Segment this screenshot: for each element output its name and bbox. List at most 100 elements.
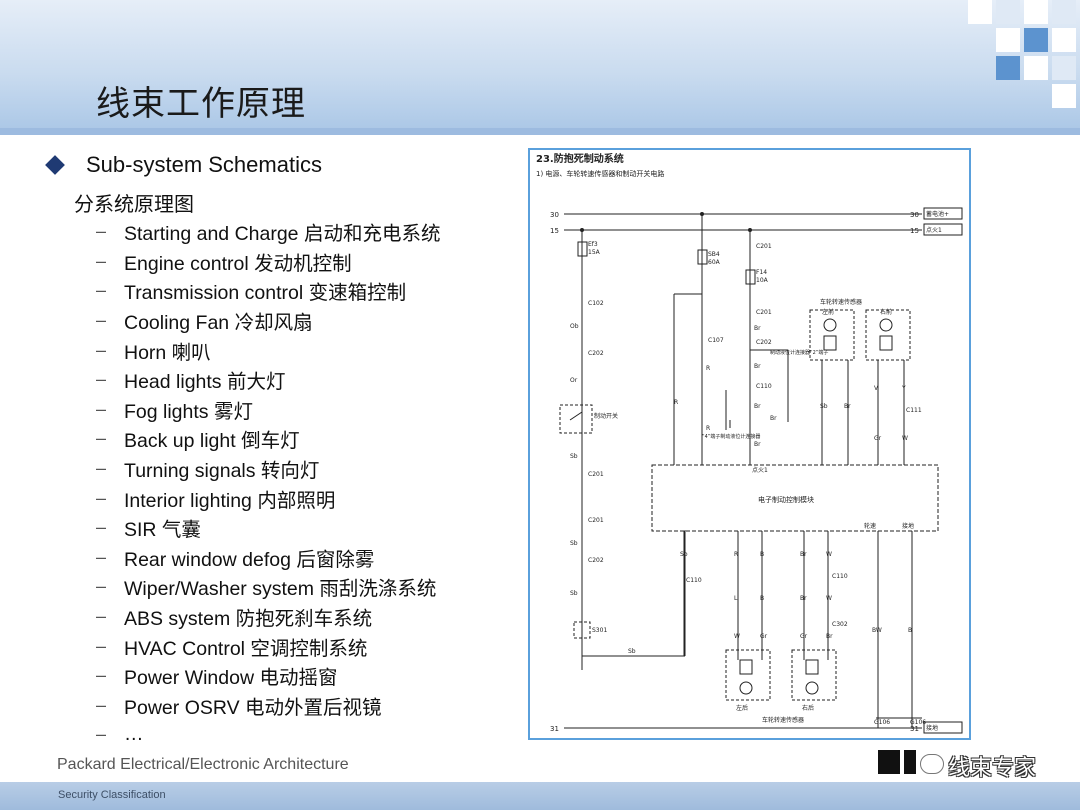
list-item: –Head lights 前大灯 (96, 369, 286, 394)
svg-text:Y: Y (901, 385, 906, 392)
svg-text:C102: C102 (588, 300, 604, 307)
logo: 线束专家 (878, 748, 1048, 781)
svg-text:Gr: Gr (760, 633, 768, 640)
svg-text:G106: G106 (910, 719, 926, 726)
bullet-content: Sub-system Schematics 分系统原理图 –Starting a… (0, 135, 520, 750)
svg-text:接地: 接地 (926, 724, 938, 732)
heading-cn: 分系统原理图 (74, 192, 194, 216)
list-item: –Power Window 电动摇窗 (96, 665, 338, 690)
svg-text:R: R (734, 551, 738, 558)
svg-text:轮速: 轮速 (864, 522, 876, 530)
svg-text:蓄电池+: 蓄电池+ (926, 210, 949, 218)
svg-text:Sb: Sb (628, 648, 636, 655)
svg-text:车轮转速传感器: 车轮转速传感器 (762, 716, 804, 724)
svg-text:B: B (908, 627, 912, 634)
svg-text:W: W (734, 633, 740, 640)
svg-text:15A: 15A (588, 249, 601, 256)
note-pin4: “4”端子制动液位计连接器 (702, 433, 760, 440)
svg-text:Gr: Gr (800, 633, 808, 640)
list-item: –Rear window defog 后窗除雾 (96, 546, 375, 571)
svg-text:S301: S301 (592, 627, 607, 634)
svg-text:右后: 右后 (802, 704, 814, 712)
svg-text:31: 31 (910, 725, 919, 733)
list-item: –Horn 喇叭 (96, 339, 211, 364)
svg-text:W: W (826, 551, 832, 558)
svg-text:C110: C110 (756, 383, 772, 390)
list-item: –Transmission control 变速箱控制 (96, 280, 407, 305)
list-item: –Back up light 倒车灯 (96, 428, 300, 453)
svg-text:C110: C110 (832, 573, 848, 580)
slide-header (0, 0, 1080, 135)
heading-en: Sub-system Schematics (86, 152, 322, 177)
svg-text:车轮转速传感器: 车轮转速传感器 (820, 298, 862, 306)
list-item: –Cooling Fan 冷却风扇 (96, 310, 313, 335)
svg-text:W: W (826, 595, 832, 602)
footer-text: Packard Electrical/Electronic Architectu… (57, 756, 349, 773)
svg-text:BW: BW (872, 627, 882, 634)
decorative-squares-icon (968, 0, 1080, 112)
svg-text:C202: C202 (588, 350, 604, 357)
security-classification: Security Classification (58, 789, 166, 801)
svg-text:Sb: Sb (680, 551, 688, 558)
svg-text:B: B (760, 551, 764, 558)
svg-text:Br: Br (754, 325, 761, 332)
logo-mark-icon (878, 750, 900, 774)
svg-text:C111: C111 (906, 407, 922, 414)
list-item: –Wiper/Washer system 雨刮洗涤系统 (96, 576, 437, 601)
svg-text:C107: C107 (708, 337, 724, 344)
svg-text:60A: 60A (708, 259, 721, 266)
page-title: 线束工作原理 (96, 84, 306, 124)
svg-text:Br: Br (800, 595, 807, 602)
svg-text:B: B (760, 595, 764, 602)
svg-text:Sb: Sb (570, 540, 578, 547)
svg-text:W: W (902, 435, 908, 442)
diagram-title: 23.防抱死制动系统 (536, 152, 624, 165)
svg-text:Br: Br (844, 403, 851, 410)
svg-text:C201: C201 (756, 243, 772, 250)
svg-text:Br: Br (754, 441, 761, 448)
wechat-icon (920, 754, 944, 774)
svg-text:Br: Br (800, 551, 807, 558)
svg-text:15: 15 (910, 227, 919, 235)
svg-text:SB4: SB4 (708, 251, 720, 258)
module-label: 电子制动控制模块 (758, 495, 814, 504)
note-pin2: 制动液位计连接器“2”端子 (770, 349, 828, 356)
svg-text:30: 30 (550, 211, 559, 219)
svg-text:Sb: Sb (820, 403, 828, 410)
list-item: –Fog lights 雾灯 (96, 398, 253, 423)
svg-text:Sb: Sb (570, 453, 578, 460)
svg-text:L: L (734, 595, 738, 602)
list-item: –SIR 气囊 (96, 517, 201, 542)
brake-switch-label: 制动开关 (594, 412, 618, 420)
svg-text:R: R (674, 399, 678, 406)
svg-text:C202: C202 (588, 557, 604, 564)
svg-text:C202: C202 (756, 339, 772, 346)
list-item: –HVAC Control 空调控制系统 (96, 635, 368, 660)
watermark-text: 线束专家 (948, 756, 1037, 781)
logo-mark-icon (904, 750, 916, 774)
svg-text:Gr: Gr (874, 435, 882, 442)
svg-text:C110: C110 (686, 577, 702, 584)
list-item: –ABS system 防抱死刹车系统 (96, 606, 373, 631)
header-band (0, 128, 1080, 135)
diagram-subtitle: 1) 电源、车轮转速传感器和制动开关电路 (536, 169, 664, 178)
svg-text:V: V (874, 385, 879, 392)
svg-text:C302: C302 (832, 621, 848, 628)
list-item: –Starting and Charge 启动和充电系统 (96, 221, 441, 246)
list-item: –… (96, 723, 144, 746)
svg-text:右前: 右前 (880, 308, 892, 316)
svg-text:Sb: Sb (570, 590, 578, 597)
list-item: –Interior lighting 内部照明 (96, 487, 336, 512)
svg-text:F14: F14 (756, 269, 767, 276)
diamond-bullet-icon (45, 155, 65, 175)
svg-text:Ob: Ob (570, 323, 579, 330)
svg-text:接地: 接地 (902, 522, 914, 530)
svg-text:C201: C201 (588, 471, 604, 478)
svg-text:Br: Br (754, 403, 761, 410)
svg-text:Ef3: Ef3 (588, 241, 598, 248)
svg-text:Br: Br (754, 363, 761, 370)
svg-text:C201: C201 (756, 309, 772, 316)
schematic-svg: 23.防抱死制动系统 1) 电源、车轮转速传感器和制动开关电路 30 15 31… (536, 152, 963, 734)
list-item: –Engine control 发动机控制 (96, 250, 352, 275)
svg-text:Or: Or (570, 377, 578, 384)
